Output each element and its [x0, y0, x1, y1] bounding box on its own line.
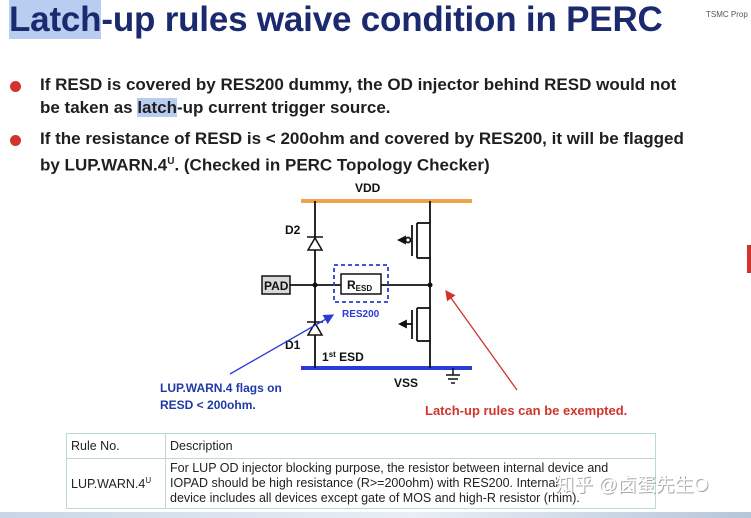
circuit-diagram: VDD VSS D2 D1 PAD RESD RES200	[160, 181, 627, 418]
flag-arrow	[229, 314, 335, 375]
title-rest: -up rules waive condition in PERC	[101, 0, 663, 39]
bullet-dot-1	[10, 81, 21, 92]
bullet-2-line-1: If the resistance of RESD is < 200ohm an…	[40, 129, 684, 148]
bullet-1-highlight: latch	[137, 98, 178, 117]
flag-line-2: RESD < 200ohm.	[160, 398, 256, 412]
bullet-2-pre: by LUP.WARN.4	[40, 155, 168, 175]
header-description: Description	[165, 433, 656, 459]
resd-label: RESD	[347, 278, 372, 293]
nmos-icon	[397, 307, 430, 342]
pad-node-dot	[312, 282, 318, 288]
flag-line-1: LUP.WARN.4 flags on	[160, 381, 282, 395]
bullet-1: If RESD is covered by RES200 dummy, the …	[40, 73, 676, 119]
bullet-2-post: . (Checked in PERC Topology Checker)	[174, 155, 490, 175]
bullet-dot-2	[10, 135, 21, 146]
description-cell: For LUP OD injector blocking purpose, th…	[165, 458, 656, 509]
desc-line-2: IOPAD should be high resistance (R>=200o…	[170, 476, 559, 490]
corner-mark	[747, 245, 751, 273]
rule-sup: U	[145, 475, 152, 485]
mos-node-dot	[427, 282, 433, 288]
bullet-2: If the resistance of RESD is < 200ohm an…	[40, 127, 684, 177]
page-title: Latch-up rules waive condition in PERC	[9, 0, 663, 40]
rule-cell: LUP.WARN.4U	[66, 458, 166, 509]
exempt-arrow	[445, 289, 518, 391]
diode-d2-icon	[306, 236, 324, 251]
resd-resistor	[340, 273, 382, 295]
watermark-shadow: 知乎 @卤蛋先生O	[556, 476, 710, 497]
bullet-1-line-2: be taken as latch-up current trigger sou…	[40, 96, 676, 119]
res200-box	[333, 264, 389, 303]
header-rule-no: Rule No.	[66, 433, 166, 459]
watermark: 知乎 @卤蛋先生O	[555, 475, 709, 496]
bottom-band	[0, 512, 751, 518]
bullet-1-pre: be taken as	[40, 98, 138, 117]
vdd-label: VDD	[355, 181, 381, 195]
table-header-row: Rule No. Description	[66, 433, 656, 459]
bullet-2-sup: U	[167, 156, 175, 167]
pad-label: PAD	[264, 279, 289, 293]
ground-icon	[446, 368, 460, 384]
title-highlight: Latch	[9, 0, 102, 39]
bullet-1-post: -up current trigger source.	[177, 98, 391, 117]
bullet-2-line-2: by LUP.WARN.4U. (Checked in PERC Topolog…	[40, 150, 684, 177]
d2-label: D2	[285, 223, 301, 237]
desc-line-3: device includes all devices except gate …	[170, 491, 580, 505]
rules-table: Rule No. Description LUP.WARN.4U For LUP…	[66, 433, 656, 509]
bullet-1-line-1: If RESD is covered by RES200 dummy, the …	[40, 75, 677, 94]
rule-number: LUP.WARN.4	[71, 477, 146, 492]
corner-label: TSMC Prop	[706, 10, 748, 19]
desc-line-1: For LUP OD injector blocking purpose, th…	[170, 461, 609, 475]
pmos-icon	[396, 222, 430, 259]
vss-label: VSS	[394, 376, 418, 390]
table-row: LUP.WARN.4U For LUP OD injector blocking…	[66, 458, 656, 509]
exempt-label: Latch-up rules can be exempted.	[425, 403, 627, 418]
res200-label: RES200	[342, 309, 380, 320]
d1-label: D1	[285, 338, 301, 352]
esd-label: 1st ESD	[322, 350, 364, 364]
